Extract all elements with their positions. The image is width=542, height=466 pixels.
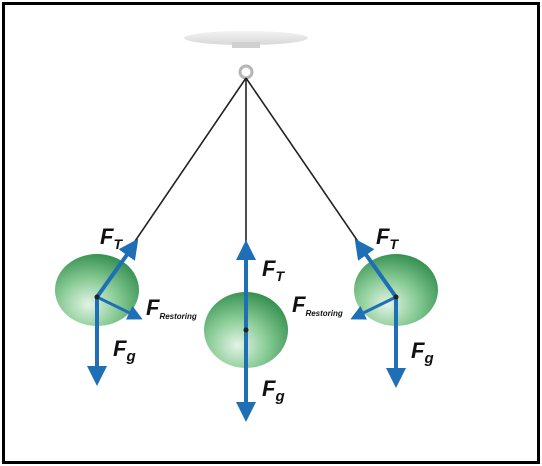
left-restoring-vector	[96, 295, 143, 320]
left-center-dot	[94, 294, 100, 300]
pivot-ring	[238, 64, 254, 80]
right-tension-label: FT	[376, 224, 399, 252]
center-tension-label: FT	[262, 256, 285, 284]
right-center-dot	[393, 294, 399, 300]
center-center-dot	[243, 327, 249, 333]
left-tension-vector	[95, 238, 139, 299]
right-tension-vector	[354, 238, 398, 299]
left-tension-label: FT	[100, 224, 123, 252]
right-restoring-label: FRestoring	[292, 292, 343, 318]
right-restoring-vector	[350, 295, 397, 320]
right-gravity-label: Fg	[411, 338, 434, 367]
center-gravity-label: Fg	[262, 376, 285, 405]
left-restoring-label: FRestoring	[146, 295, 197, 321]
mount-bracket	[232, 42, 260, 48]
left-gravity-label: Fg	[113, 336, 136, 365]
ceiling-mount	[184, 31, 308, 45]
